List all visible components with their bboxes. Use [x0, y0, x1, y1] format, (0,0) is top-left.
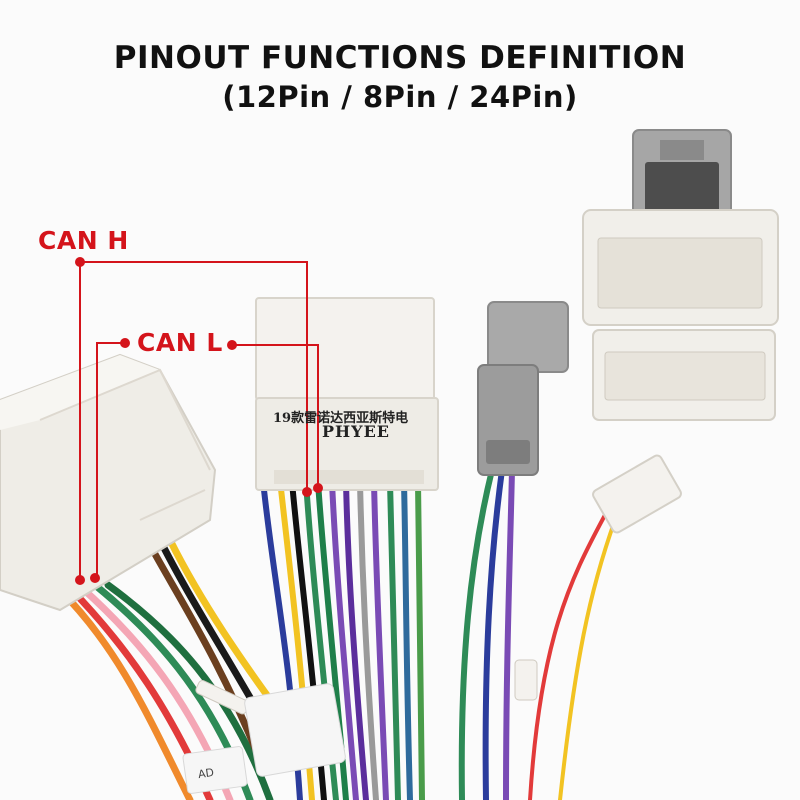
connector-print-text: 19款雷诺达西亚斯特电	[273, 411, 409, 426]
white-socket-upper	[582, 209, 779, 326]
gray-connector	[477, 301, 569, 476]
paper-tag	[244, 683, 346, 777]
tag-text: AD	[197, 765, 215, 782]
can-h-label: CAN H	[38, 226, 129, 255]
cable-tie	[514, 659, 538, 701]
left-connector	[0, 353, 217, 612]
annotation-lines	[79, 261, 319, 578]
paper-tag	[182, 746, 248, 794]
connector-brand-text: PHYEE	[322, 422, 390, 441]
title-line-1: PINOUT FUNCTIONS DEFINITION	[113, 40, 687, 76]
white-socket-lower	[592, 329, 776, 421]
center-connector	[255, 297, 439, 491]
small-connector	[592, 454, 682, 534]
annotation-dots	[75, 257, 323, 585]
can-l-label: CAN L	[137, 328, 223, 357]
title-line-2: (12Pin / 8Pin / 24Pin)	[222, 80, 578, 114]
gray-socket	[632, 129, 732, 221]
